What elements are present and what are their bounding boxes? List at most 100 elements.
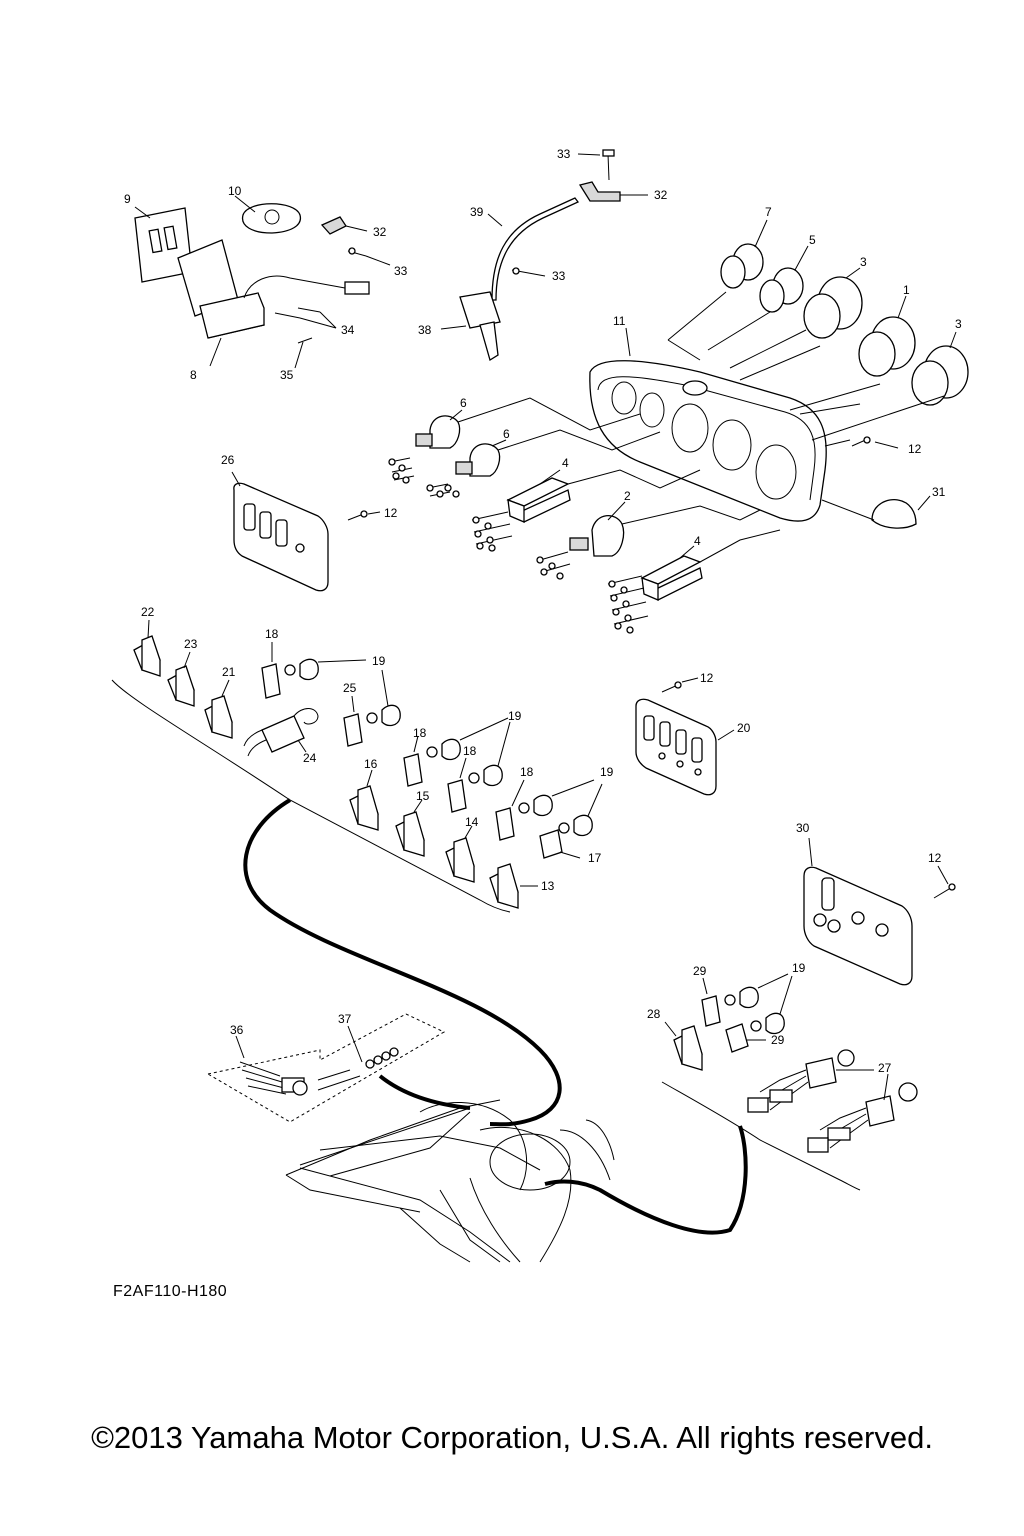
callout-38: 38: [418, 323, 432, 337]
callout-35: 35: [280, 368, 294, 382]
part-16-switch: [349, 769, 379, 831]
part-21-switch: [204, 679, 233, 739]
part-39-cable: [487, 197, 580, 301]
part-6-bracket-lower: [426, 429, 661, 498]
part-18-switch-a: [403, 735, 423, 787]
part-18-switch-b: [447, 757, 467, 813]
callout-22: 22: [141, 605, 155, 619]
callout-32-left: 32: [373, 225, 387, 239]
part-25-switch: [343, 695, 363, 747]
callout-17: 17: [588, 851, 602, 865]
callout-2: 2: [624, 489, 631, 503]
part-32-bracket-left: [320, 216, 347, 235]
part-15-switch: [395, 799, 425, 857]
part-31-cap: [821, 495, 931, 529]
part-12-screw-26: [347, 510, 381, 521]
callout-19-c: 19: [600, 765, 614, 779]
part-3-gauge-upper: [803, 267, 863, 339]
callout-16: 16: [364, 757, 378, 771]
part-36-37-harness-detail: [206, 1013, 446, 1123]
callout-19-top: 19: [372, 654, 386, 668]
callout-12-20: 12: [700, 671, 714, 685]
part-3-gauge-lower: [911, 331, 969, 406]
part-4-bracket-lower: [607, 529, 781, 634]
part-38-sensor-switch: [440, 291, 501, 362]
part-30-plate: [803, 837, 913, 986]
callout-32: 32: [654, 188, 668, 202]
part-24-wire-connector: [243, 708, 319, 757]
callout-33-mid: 33: [552, 269, 566, 283]
part-32-bracket-top: [578, 181, 648, 202]
callout-12-panel: 12: [908, 442, 922, 456]
callout-26: 26: [221, 453, 235, 467]
part-17-switch: [539, 829, 581, 859]
callout-18-top: 18: [265, 627, 279, 641]
callout-23: 23: [184, 637, 198, 651]
callout-29-a: 29: [693, 964, 707, 978]
copyright-notice: ©2013 Yamaha Motor Corporation, U.S.A. A…: [91, 1420, 933, 1455]
callout-28: 28: [647, 1007, 661, 1021]
callout-20: 20: [737, 721, 751, 735]
callout-21: 21: [222, 665, 236, 679]
part-7-gauge: [720, 219, 768, 289]
part-5-gauge: [759, 245, 809, 313]
part-4-bracket-upper: [471, 469, 701, 552]
callout-7: 7: [765, 205, 772, 219]
part-27-connectors: [747, 1049, 918, 1153]
part-14-switch: [445, 825, 475, 883]
part-29-switch-b: [725, 1023, 766, 1053]
part-19-caps-c: [518, 779, 603, 837]
callout-6-upper: 6: [460, 396, 467, 410]
callout-36: 36: [230, 1023, 244, 1037]
callout-6-lower: 6: [503, 427, 510, 441]
callout-9: 9: [124, 192, 131, 206]
callout-12-26: 12: [384, 506, 398, 520]
callout-12-30: 12: [928, 851, 942, 865]
callout-5: 5: [809, 233, 816, 247]
callout-4-lower: 4: [694, 534, 701, 548]
part-10-gasket: [241, 203, 302, 234]
part-28-switch: [664, 1021, 703, 1071]
part-29-switch-a: [701, 977, 721, 1027]
callout-30: 30: [796, 821, 810, 835]
part-19-caps-a: [426, 717, 511, 787]
callout-27: 27: [878, 1061, 892, 1075]
part-1-gauge: [858, 295, 916, 377]
part-6-bracket-upper: [388, 397, 641, 484]
callout-31: 31: [932, 485, 946, 499]
part-12-screw-panel: [824, 436, 899, 449]
callout-8: 8: [190, 368, 197, 382]
callout-4-upper: 4: [562, 456, 569, 470]
callout-3-lower: 3: [955, 317, 962, 331]
part-33-screw-mid: [511, 267, 546, 277]
part-8-sensor: [177, 239, 370, 339]
callout-18-a: 18: [413, 726, 427, 740]
callout-19-right: 19: [792, 961, 806, 975]
callout-34: 34: [341, 323, 355, 337]
part-34-screws: [274, 307, 337, 329]
callout-39: 39: [470, 205, 484, 219]
part-13-switch: [489, 863, 538, 909]
part-22-switch: [133, 619, 161, 677]
callout-18-c: 18: [520, 765, 534, 779]
callout-33-left: 33: [394, 264, 408, 278]
part-19-cap-top: [284, 658, 367, 681]
callout-1: 1: [903, 283, 910, 297]
callout-11: 11: [613, 314, 626, 328]
callout-29-b: 29: [771, 1033, 785, 1047]
part-33-screw-left: [347, 247, 367, 257]
callout-25: 25: [343, 681, 357, 695]
part-35-screw: [294, 337, 313, 369]
callout-14: 14: [465, 815, 479, 829]
part-23-switch: [167, 651, 195, 707]
callout-15: 15: [416, 789, 430, 803]
part-26-plate: [231, 471, 329, 592]
part-11-meter-panel: [589, 291, 945, 522]
callout-24: 24: [303, 751, 317, 765]
boat-outline: [285, 1099, 615, 1263]
callout-13: 13: [541, 879, 555, 893]
part-12-screw-20: [661, 677, 699, 693]
callout-33: 33: [557, 147, 571, 161]
part-20-plate: [635, 698, 735, 796]
callout-37: 37: [338, 1012, 352, 1026]
